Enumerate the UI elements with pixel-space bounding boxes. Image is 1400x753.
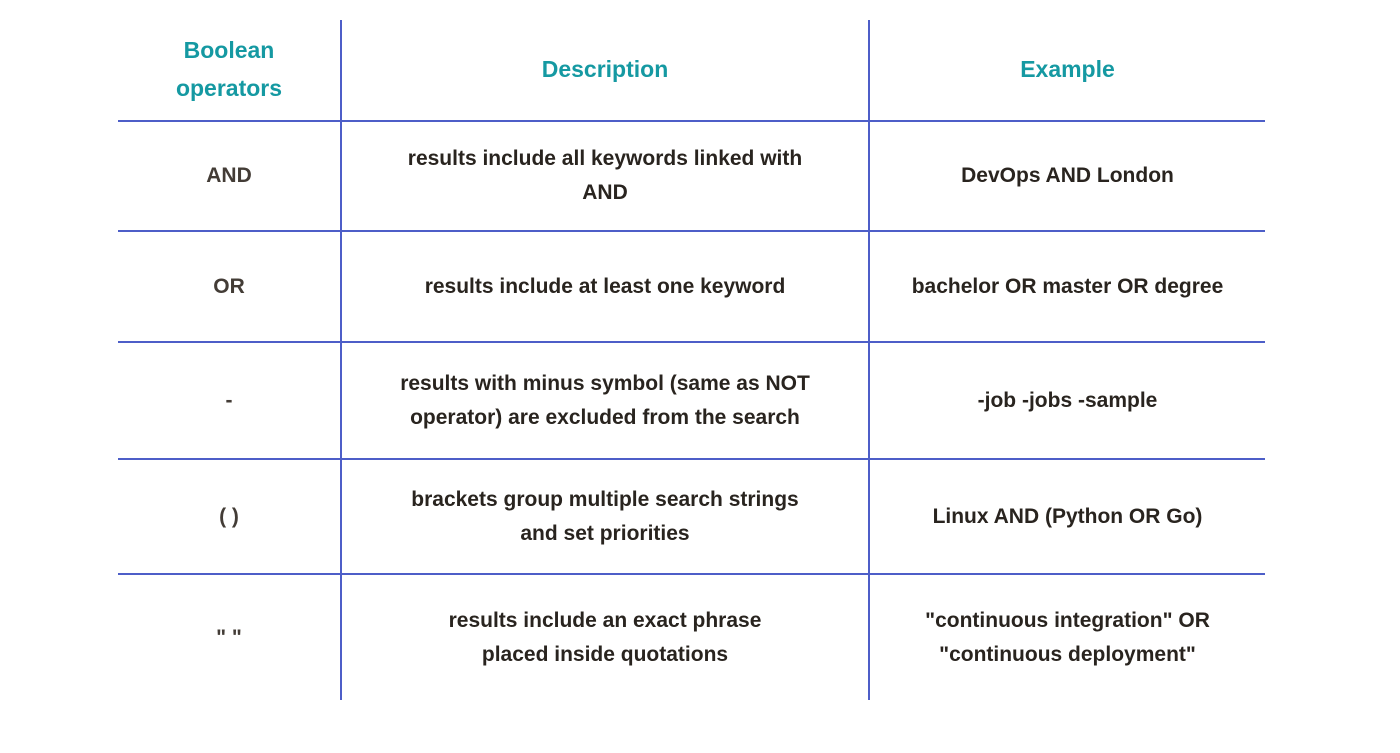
example-quotes: "continuous integration" OR "continuous … xyxy=(925,608,1210,666)
row-or-operator-cell: OR xyxy=(118,232,340,343)
header-description-label: Description xyxy=(541,56,669,83)
description-brackets: brackets group multiple search strings a… xyxy=(411,487,799,545)
example-and: DevOps AND London xyxy=(961,164,1174,188)
example-minus: -job -jobs -sample xyxy=(977,388,1158,412)
example-or: bachelor OR master OR degree xyxy=(911,274,1224,298)
header-example: Example xyxy=(870,20,1265,122)
boolean-operators-table: Boolean operators Description Example AN… xyxy=(118,20,1265,700)
row-quotes-description-cell: results include an exact phrase placed i… xyxy=(340,575,870,700)
row-brackets-operator-cell: ( ) xyxy=(118,460,340,575)
operator-or: OR xyxy=(213,274,245,298)
example-brackets: Linux AND (Python OR Go) xyxy=(932,504,1203,528)
description-quotes: results include an exact phrase placed i… xyxy=(448,608,762,666)
row-and-example-cell: DevOps AND London xyxy=(870,122,1265,232)
row-or-description-cell: results include at least one keyword xyxy=(340,232,870,343)
row-minus-description-cell: results with minus symbol (same as NOT o… xyxy=(340,343,870,460)
row-quotes-example-cell: "continuous integration" OR "continuous … xyxy=(870,575,1265,700)
header-example-label: Example xyxy=(1020,56,1115,83)
description-or: results include at least one keyword xyxy=(424,274,786,298)
row-and-operator-cell: AND xyxy=(118,122,340,232)
row-brackets-description-cell: brackets group multiple search strings a… xyxy=(340,460,870,575)
row-minus-operator-cell: - xyxy=(118,343,340,460)
operator-quotes: " " xyxy=(216,625,242,649)
row-and-description-cell: results include all keywords linked with… xyxy=(340,122,870,232)
header-description: Description xyxy=(340,20,870,122)
row-quotes-operator-cell: " " xyxy=(118,575,340,700)
row-brackets-example-cell: Linux AND (Python OR Go) xyxy=(870,460,1265,575)
row-minus-example-cell: -job -jobs -sample xyxy=(870,343,1265,460)
row-or-example-cell: bachelor OR master OR degree xyxy=(870,232,1265,343)
description-and: results include all keywords linked with… xyxy=(407,147,803,204)
description-minus: results with minus symbol (same as NOT o… xyxy=(400,371,810,429)
operator-and: AND xyxy=(206,164,252,187)
operator-minus: - xyxy=(225,388,233,412)
header-boolean-operators-label: Boolean operators xyxy=(175,37,283,101)
header-boolean-operators: Boolean operators xyxy=(118,20,340,122)
operator-brackets: ( ) xyxy=(219,504,239,528)
